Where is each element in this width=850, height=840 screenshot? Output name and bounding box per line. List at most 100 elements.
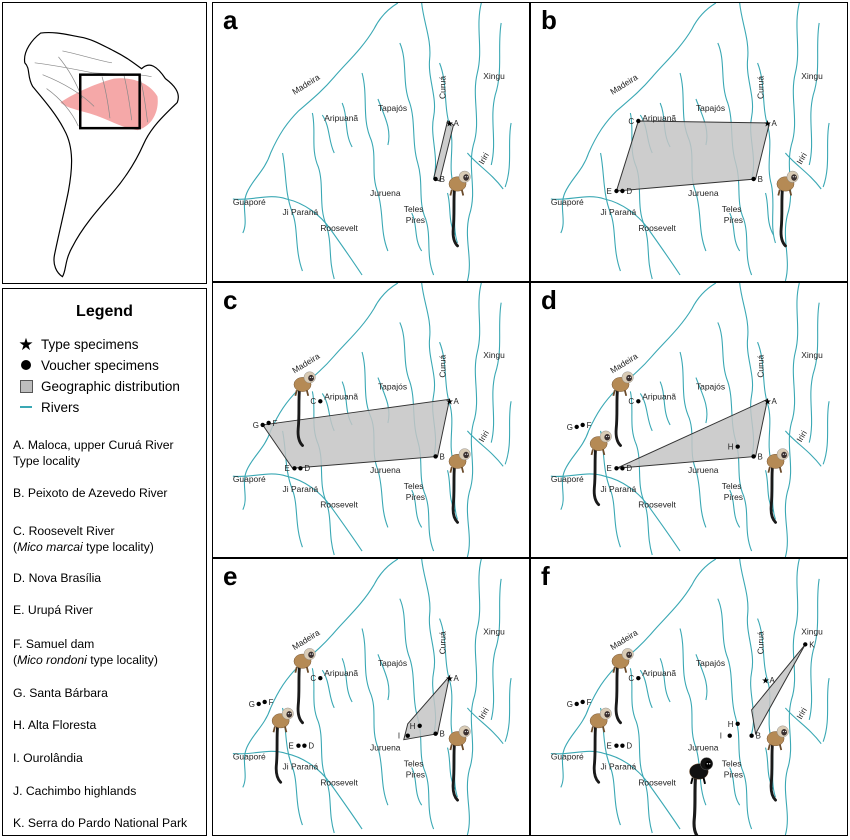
river-label-curua: Curuá <box>756 76 766 99</box>
river-line <box>757 62 776 244</box>
river-label-aripuana: Aripuanã <box>642 668 676 678</box>
legend-label: Voucher specimens <box>41 357 159 373</box>
voucher-specimen-dot <box>620 466 625 471</box>
river-line <box>659 658 671 703</box>
marmoset-illustration <box>448 725 471 802</box>
river-label-roosevelt: Roosevelt <box>638 500 676 510</box>
river-label-ji_parana: Ji Paraná <box>601 484 637 494</box>
river-label-tapajos: Tapajós <box>378 103 407 113</box>
river-label-pires: Pires <box>406 215 425 225</box>
geographic-distribution-polygon <box>751 644 806 736</box>
river-label-teles: Teles <box>722 759 742 769</box>
river-label-xingu: Xingu <box>483 71 505 81</box>
river-label-teles: Teles <box>722 481 742 491</box>
river-line <box>466 283 482 557</box>
river-line <box>629 391 653 556</box>
marmoset-illustration <box>448 448 471 524</box>
point-label-d: D <box>304 464 310 473</box>
river-line <box>784 283 800 557</box>
river-line <box>242 559 399 788</box>
river-label-tapajos: Tapajós <box>696 103 725 113</box>
river-label-roosevelt: Roosevelt <box>638 777 676 787</box>
point-label-g: G <box>253 421 259 430</box>
river-line <box>421 3 437 180</box>
river-line <box>822 401 830 465</box>
river-line <box>639 393 653 432</box>
geographic-distribution-polygon <box>403 674 451 741</box>
river-network <box>232 559 512 835</box>
river-line <box>341 102 353 148</box>
geographic-distribution-polygon <box>615 120 771 192</box>
voucher-specimen-dot <box>749 733 754 738</box>
river-line <box>504 122 512 188</box>
river-line <box>729 767 741 806</box>
river-line <box>282 152 303 272</box>
river-line <box>232 196 363 276</box>
river-line <box>600 152 621 272</box>
marmoset-illustration <box>293 648 316 725</box>
river-line <box>739 559 755 734</box>
locality-k: K. Serra do Pardo National Park <box>13 816 188 830</box>
river-line <box>717 598 753 830</box>
river-line <box>232 750 363 830</box>
point-label-a: A <box>453 674 459 683</box>
point-label-c: C <box>628 397 634 406</box>
river-label-xingu: Xingu <box>801 350 823 360</box>
river-line <box>784 152 822 190</box>
marmoset-illustration <box>448 170 471 248</box>
marmoset-illustration <box>766 725 789 802</box>
river-line <box>411 489 423 528</box>
river-line <box>321 669 335 709</box>
river-label-tapajos: Tapajós <box>696 381 725 391</box>
point-label-g: G <box>249 700 255 709</box>
river-label-xingu: Xingu <box>801 626 823 636</box>
point-label-i: I <box>398 732 400 741</box>
river-label-aripuana: Aripuanã <box>324 391 358 401</box>
river-line <box>695 377 708 424</box>
voucher-specimen-dot <box>803 642 808 647</box>
river-label-roosevelt: Roosevelt <box>320 777 358 787</box>
river-label-teles: Teles <box>404 759 424 769</box>
panel-letter: d <box>541 285 557 315</box>
river-label-curua: Curuá <box>438 631 448 654</box>
locality-d: D. Nova Brasília <box>13 571 102 585</box>
voucher-specimen-dot <box>620 188 625 194</box>
point-label-c: C <box>310 397 316 406</box>
study-area-box <box>79 73 141 130</box>
river-line <box>490 22 502 166</box>
river-line-icon <box>17 398 35 416</box>
river-label-juruena: Juruena <box>370 743 401 753</box>
voucher-specimen-dot <box>266 420 271 426</box>
point-label-e: E <box>607 742 612 751</box>
geographic-distribution-polygon <box>261 398 451 469</box>
geographic-distribution-polygon <box>616 398 769 469</box>
river-label-aripuana: Aripuanã <box>324 113 358 123</box>
river-label-tapajos: Tapajós <box>696 658 725 668</box>
river-label-roosevelt: Roosevelt <box>320 223 358 233</box>
river-label-xingu: Xingu <box>483 626 505 636</box>
river-line <box>550 196 681 276</box>
voucher-specimen-dot <box>433 454 438 459</box>
river-label-pires: Pires <box>724 492 743 502</box>
legend-label: Rivers <box>41 399 80 415</box>
river-line <box>361 628 389 806</box>
legend-label: Geographic distribution <box>41 378 180 394</box>
river-label-curua: Curuá <box>437 354 447 377</box>
point-label-b: B <box>440 730 445 739</box>
river-line <box>466 3 482 281</box>
river-label-juruena: Juruena <box>370 188 401 198</box>
voucher-specimen-dot <box>318 399 323 404</box>
river-line <box>808 302 820 443</box>
star-icon: ★ <box>18 334 34 354</box>
river-line <box>490 302 502 443</box>
river-line <box>784 707 822 744</box>
voucher-specimen-dot <box>735 721 740 726</box>
locality-j: J. Cachimbo highlands <box>13 784 137 798</box>
point-label-e: E <box>285 464 290 473</box>
voucher-specimen-dot <box>260 422 265 428</box>
